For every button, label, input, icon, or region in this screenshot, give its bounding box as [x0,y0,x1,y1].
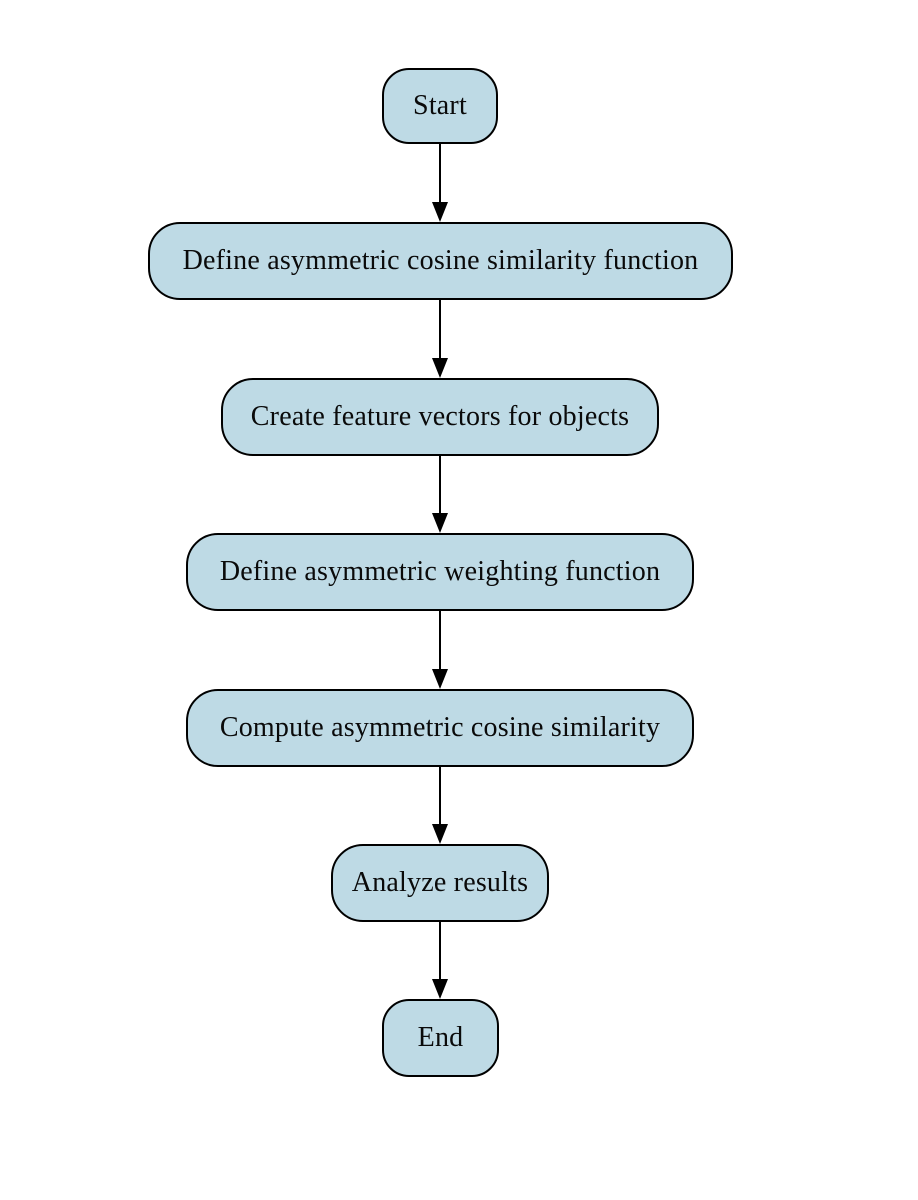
arrowhead-down-icon [432,202,448,222]
arrow-shaft [438,922,442,979]
flowchart-node-end: End [382,999,499,1077]
arrowhead-down-icon [432,358,448,378]
arrow-shaft [438,456,442,513]
flow-arrow-define-similarity-to-create-vectors [432,300,448,378]
arrowhead-down-icon [432,513,448,533]
arrow-shaft [438,611,442,669]
flowchart-node-create-vectors: Create feature vectors for objects [221,378,659,456]
arrowhead-down-icon [432,979,448,999]
flowchart-node-compute-similarity: Compute asymmetric cosine similarity [186,689,694,767]
flow-arrow-define-weighting-to-compute-similarity [432,611,448,689]
flowchart-node-define-weighting: Define asymmetric weighting function [186,533,694,611]
flowchart-node-define-similarity: Define asymmetric cosine similarity func… [148,222,733,300]
flowchart-node-analyze-results: Analyze results [331,844,549,922]
flowchart-node-start: Start [382,68,498,144]
arrow-shaft [438,300,442,358]
arrow-shaft [438,767,442,824]
arrow-shaft [438,144,442,202]
arrowhead-down-icon [432,824,448,844]
arrowhead-down-icon [432,669,448,689]
flow-arrow-start-to-define-similarity [432,144,448,222]
flow-arrow-analyze-results-to-end [432,922,448,999]
flow-arrow-compute-similarity-to-analyze-results [432,767,448,844]
flow-arrow-create-vectors-to-define-weighting [432,456,448,533]
